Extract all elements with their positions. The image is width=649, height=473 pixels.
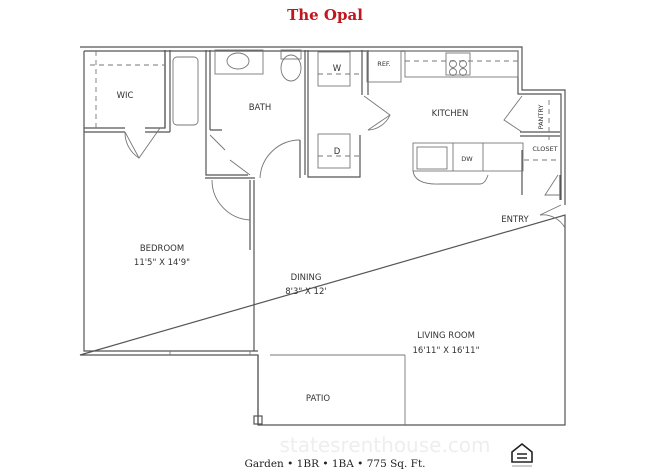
counter (404, 50, 519, 78)
room-label-bedroom: BEDROOM (140, 244, 184, 254)
refrigerator (366, 50, 402, 83)
room-label-wic: WIC (117, 91, 134, 101)
plan-title: The Opal (287, 6, 363, 24)
room-label-closet: CLOSET (532, 145, 557, 153)
living-room-dimensions: 16'11" X 16'11" (413, 346, 480, 356)
sink (226, 52, 250, 70)
washer-label: W (333, 64, 342, 74)
fixtures (90, 49, 560, 185)
outer-walls (79, 46, 566, 426)
room-label-living-room: LIVING ROOM (417, 331, 475, 341)
stove (445, 52, 471, 76)
vanity (214, 49, 264, 75)
toilet (280, 54, 302, 82)
dryer (317, 133, 351, 169)
dining-dimensions: 8'3" X 12' (285, 287, 326, 297)
room-label-bath: BATH (249, 103, 272, 113)
room-label-pantry: PANTRY (537, 105, 545, 130)
bathtub (172, 56, 199, 126)
island (412, 142, 524, 172)
refrigerator-label: REF. (377, 60, 390, 68)
entry-label: ENTRY (501, 215, 529, 225)
watermark: statesrenthouse.com (279, 433, 490, 457)
dryer-label: D (334, 147, 341, 157)
room-label-patio: PATIO (306, 394, 330, 404)
washer (317, 51, 351, 87)
unit-summary: Garden • 1BR • 1BA • 775 Sq. Ft. (244, 458, 425, 470)
interior-walls (84, 50, 561, 351)
room-label-kitchen: KITCHEN (432, 109, 469, 119)
doors (124, 95, 566, 229)
bedroom-dimensions: 11'5" X 14'9" (134, 258, 190, 268)
equal-housing-icon (511, 442, 533, 467)
kitchen-sink (416, 146, 448, 170)
room-label-dining: DINING (291, 273, 322, 283)
dishwasher-label: DW (461, 155, 473, 163)
